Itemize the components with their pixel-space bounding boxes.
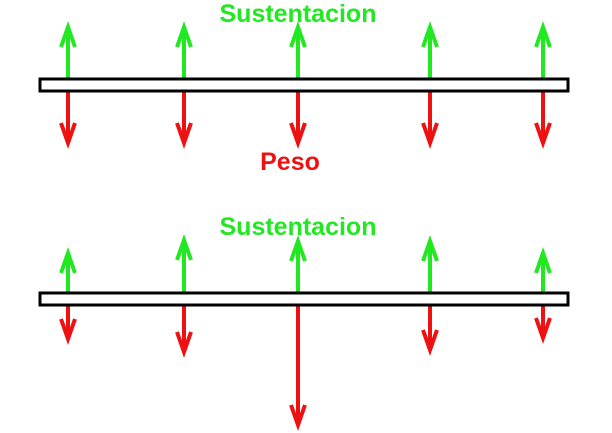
weight-label-top: Peso <box>260 148 320 176</box>
lift-arrow <box>59 20 77 79</box>
lift-arrow <box>421 20 439 79</box>
lift-arrow <box>289 20 307 79</box>
lift-arrow <box>289 234 307 293</box>
weight-arrow <box>175 305 193 359</box>
weight-arrow <box>59 91 77 150</box>
weight-arrow <box>534 305 552 345</box>
beam <box>38 77 570 93</box>
beam <box>38 291 570 307</box>
weight-arrow <box>534 91 552 150</box>
lift-arrow <box>421 234 439 293</box>
weight-arrow <box>175 91 193 150</box>
weight-arrow <box>59 305 77 346</box>
weight-arrow <box>421 305 439 357</box>
weight-arrow <box>421 91 439 150</box>
weight-arrow <box>289 91 307 150</box>
lift-arrow <box>534 246 552 293</box>
lift-arrow <box>59 246 77 293</box>
lift-arrow <box>175 20 193 79</box>
lift-arrow <box>534 20 552 79</box>
lift-label-top: Sustentacion <box>219 0 377 28</box>
weight-arrow <box>289 305 307 432</box>
lift-arrow <box>175 233 193 293</box>
lift-label-bottom: Sustentacion <box>219 213 377 241</box>
